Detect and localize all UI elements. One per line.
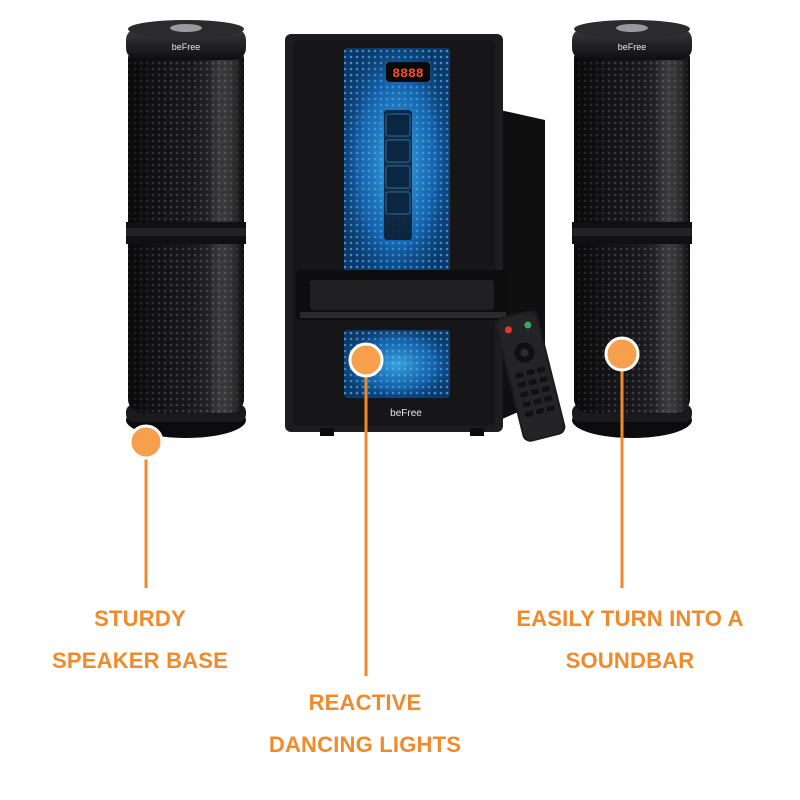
callout-lights-line1: REACTIVE bbox=[308, 690, 422, 715]
remote-control bbox=[495, 310, 566, 442]
subwoofer: 8888 beFree bbox=[285, 34, 545, 436]
left-speaker-logo: beFree bbox=[172, 42, 201, 52]
callout-marker-lights bbox=[348, 342, 384, 676]
subwoofer-logo: beFree bbox=[390, 408, 422, 419]
callout-base-line1: STURDY bbox=[94, 606, 186, 631]
callout-easily-turn-into-soundbar: EASILY TURN INTO A SOUNDBAR bbox=[500, 598, 760, 682]
callout-lights-line2: DANCING LIGHTS bbox=[268, 732, 462, 757]
subwoofer-display: 8888 bbox=[392, 66, 423, 81]
callout-reactive-dancing-lights: REACTIVE DANCING LIGHTS bbox=[240, 682, 490, 766]
callout-marker-base bbox=[128, 424, 164, 588]
callout-soundbar-line1: EASILY TURN INTO A bbox=[516, 606, 744, 631]
callout-marker-soundbar bbox=[604, 336, 640, 588]
right-tower-speaker: beFree bbox=[572, 20, 692, 438]
right-speaker-logo: beFree bbox=[618, 42, 647, 52]
callout-sturdy-speaker-base: STURDY SPEAKER BASE bbox=[40, 598, 240, 682]
callout-base-line2: SPEAKER BASE bbox=[52, 648, 228, 673]
callout-soundbar-line2: SOUNDBAR bbox=[565, 648, 695, 673]
left-tower-speaker: beFree bbox=[126, 20, 246, 438]
